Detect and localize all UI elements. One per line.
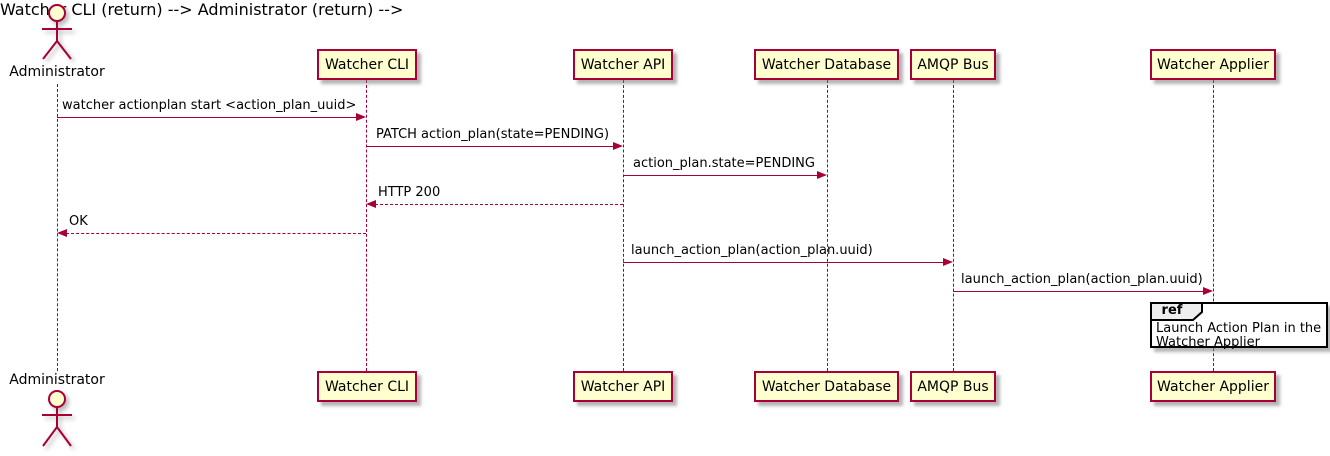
participant-watcher-applier-top: Watcher Applier bbox=[1150, 49, 1276, 80]
lifeline-administrator bbox=[57, 84, 58, 371]
participant-watcher-database-top: Watcher Database bbox=[754, 49, 899, 80]
message-arrow bbox=[623, 262, 944, 263]
arrowhead-icon bbox=[356, 113, 366, 121]
message-label: action_plan.state=PENDING bbox=[633, 156, 815, 171]
message-label: watcher actionplan start <action_plan_uu… bbox=[62, 98, 357, 113]
message-label: launch_action_plan(action_plan.uuid) bbox=[631, 243, 873, 258]
actor-label-top: Administrator bbox=[9, 64, 105, 80]
message-arrow bbox=[623, 175, 818, 176]
actor-label-bottom: Administrator bbox=[9, 372, 105, 388]
arrowhead-icon bbox=[613, 142, 623, 150]
message-label: launch_action_plan(action_plan.uuid) bbox=[961, 272, 1203, 287]
ref-fragment: ref Launch Action Plan in the Watcher Ap… bbox=[1150, 302, 1328, 350]
message-arrow bbox=[375, 204, 623, 205]
participant-watcher-api-top: Watcher API bbox=[573, 49, 673, 80]
ref-tab-shape bbox=[1150, 302, 1203, 321]
lifeline-watcher-cli bbox=[366, 80, 367, 371]
arrowhead-icon bbox=[1203, 287, 1213, 295]
participant-watcher-cli-bottom: Watcher CLI bbox=[317, 371, 417, 402]
participant-watcher-cli-top: Watcher CLI bbox=[317, 49, 417, 80]
ref-text: Launch Action Plan in the Watcher Applie… bbox=[1156, 321, 1322, 350]
ref-tab: ref bbox=[1150, 302, 1204, 321]
participant-amqp-bus-bottom: AMQP Bus bbox=[910, 371, 996, 402]
lifeline-watcher-database bbox=[827, 80, 828, 371]
ref-keyword: ref bbox=[1161, 303, 1183, 318]
participant-watcher-applier-bottom: Watcher Applier bbox=[1150, 371, 1276, 402]
message-arrow bbox=[953, 291, 1204, 292]
arrowhead-icon bbox=[943, 258, 953, 266]
lifeline-watcher-api bbox=[623, 80, 624, 371]
message-arrow bbox=[66, 233, 366, 234]
participant-watcher-database-bottom: Watcher Database bbox=[754, 371, 899, 402]
actor-icon bbox=[42, 4, 72, 60]
participant-amqp-bus-top: AMQP Bus bbox=[910, 49, 996, 80]
arrowhead-icon bbox=[57, 229, 67, 237]
actor-icon bbox=[42, 390, 72, 447]
lifeline-amqp-bus bbox=[953, 80, 954, 371]
message-label: OK bbox=[69, 214, 88, 229]
message-arrow bbox=[57, 117, 357, 118]
arrowhead-icon bbox=[817, 171, 827, 179]
message-arrow bbox=[366, 146, 614, 147]
participant-watcher-api-bottom: Watcher API bbox=[573, 371, 673, 402]
message-label: PATCH action_plan(state=PENDING) bbox=[376, 127, 610, 142]
message-label: HTTP 200 bbox=[378, 185, 441, 200]
arrowhead-icon bbox=[366, 200, 376, 208]
lifeline-watcher-applier bbox=[1213, 80, 1214, 371]
